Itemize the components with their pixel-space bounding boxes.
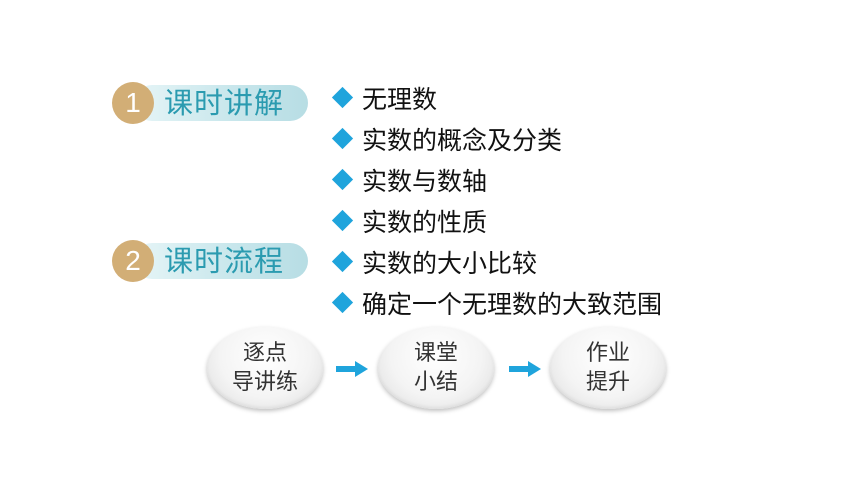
topic-item[interactable]: 确定一个无理数的大致范围 [330, 282, 662, 323]
flow-step-homework[interactable]: 作业 提升 [550, 327, 666, 409]
topic-item[interactable]: 实数的性质 [330, 200, 662, 241]
flow-step-line1: 逐点 [242, 341, 287, 366]
topic-label: 确定一个无理数的大致范围 [362, 289, 663, 319]
flow-step-line2: 提升 [585, 370, 630, 395]
flow-step-line2: 小结 [413, 370, 458, 395]
section-lesson-flow: 2 课时流程 [112, 240, 308, 282]
section-number-badge: 2 [112, 240, 154, 282]
flow-step-summary[interactable]: 课堂 小结 [378, 327, 494, 409]
topic-item[interactable]: 实数的大小比较 [330, 241, 662, 282]
flow-step-practice[interactable]: 逐点 导讲练 [207, 327, 323, 409]
topic-label: 无理数 [362, 84, 438, 114]
section-title: 课时流程 [164, 244, 285, 278]
diamond-icon [331, 86, 354, 109]
arrow-right-icon [509, 361, 541, 377]
topic-label: 实数的概念及分类 [362, 125, 563, 155]
arrow-right-icon [336, 361, 368, 377]
flow-step-line1: 作业 [585, 341, 630, 366]
diamond-icon [331, 127, 354, 150]
topic-item[interactable]: 无理数 [330, 77, 662, 118]
flow-step-line2: 导讲练 [231, 370, 298, 395]
section-title: 课时讲解 [164, 86, 285, 120]
section-bar [134, 243, 308, 279]
topic-label: 实数的性质 [362, 207, 488, 237]
section-lesson-explanation: 1 课时讲解 [112, 82, 308, 124]
diamond-icon [331, 168, 354, 191]
topic-list: 无理数 实数的概念及分类 实数与数轴 实数的性质 实数的大小比较 确定一个无理数… [330, 77, 662, 323]
flow-step-line1: 课堂 [413, 341, 458, 366]
topic-label: 实数与数轴 [362, 166, 488, 196]
section-number-badge: 1 [112, 82, 154, 124]
topic-item[interactable]: 实数的概念及分类 [330, 118, 662, 159]
section-bar [134, 85, 308, 121]
topic-label: 实数的大小比较 [362, 248, 538, 278]
diamond-icon [331, 250, 354, 273]
diamond-icon [331, 209, 354, 232]
topic-item[interactable]: 实数与数轴 [330, 159, 662, 200]
diamond-icon [331, 291, 354, 314]
